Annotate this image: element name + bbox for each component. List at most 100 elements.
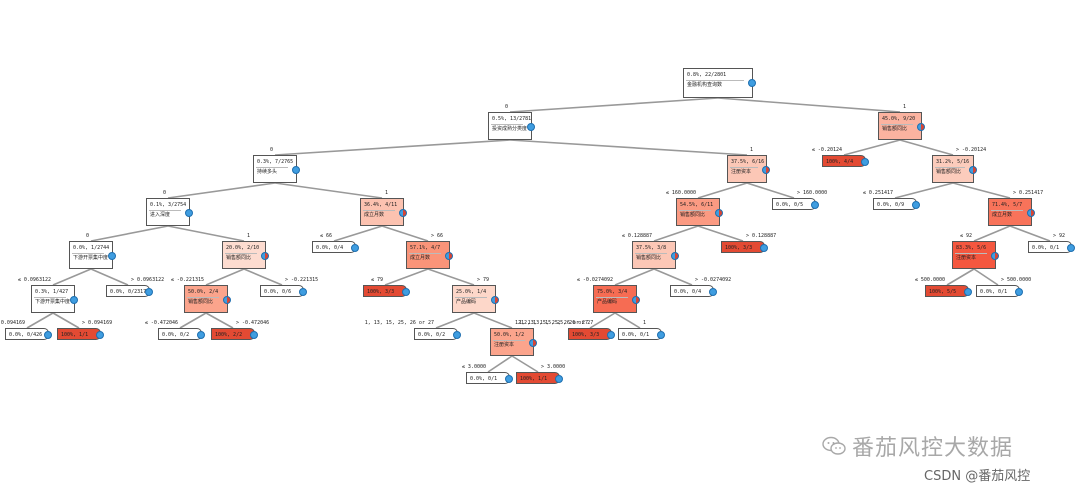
node-divider [149,210,181,211]
node-pie-icon [969,166,977,174]
node-split-feature: 产品编码 [597,299,618,305]
node-divider [881,124,913,125]
node-stat-text: 0.1%, 3/2754 [150,202,187,208]
tree-edge [952,182,1011,199]
node-divider [991,210,1023,211]
edge-label: 1 [750,147,754,153]
tree-edge [746,182,795,199]
node-split-feature: 投资成熟分类度 [492,126,528,132]
node-stat-text: 0.0%, 0/426 [9,332,43,338]
tree-edge [52,312,80,329]
node-stat-text: 0.0%, 0/9 [877,202,905,208]
node-stat-text: 0.0%, 0/6 [264,289,292,295]
tree-edge [511,355,539,373]
node-stat-text: 0.0%, 0/4 [674,289,702,295]
node-split-feature: 成立月数 [410,255,431,261]
node-split-feature: 产品编码 [456,299,477,305]
node-pie-icon [96,331,104,339]
node-stat-text: 100%, 3/3 [725,245,753,251]
node-pie-icon [402,288,410,296]
tree-edge [946,268,975,286]
tree-split-node: 54.5%, 6/11 销售额同比 [676,198,723,226]
tree-edge [843,139,901,156]
node-divider [225,253,257,254]
edge-label: 0 [162,190,166,196]
tree-edge [205,268,245,286]
tree-edge [179,312,207,329]
node-pie-icon [760,244,768,252]
node-divider [491,124,523,125]
node-pie-icon [1067,244,1075,252]
node-stat-text: 0.0%, 0/1 [470,376,498,382]
node-pie-icon [145,288,153,296]
node-split-feature: 销售额同比 [636,255,662,261]
tree-leaf-node: 100%, 3/3 [568,328,615,340]
tree-leaf-node: 0.0%, 0/2 [414,328,461,340]
tree-edge [653,225,699,242]
node-pie-icon [197,331,205,339]
node-pie-icon [445,252,453,260]
tree-leaf-node: 0.0%, 0/5 [772,198,819,210]
node-stat-text: 54.5%, 6/11 [680,202,714,208]
node-split-feature: 成立月数 [992,212,1013,218]
edge-label: > 160.0000 [797,190,828,196]
tree-edge [90,225,169,242]
tree-split-node: 37.5%, 6/16 注册资本 [727,155,770,183]
tree-edge [509,97,719,113]
tree-edge [243,268,283,286]
edge-label: > 500.0000 [1001,277,1032,283]
node-pie-icon [491,296,499,304]
node-pie-icon [44,331,52,339]
edge-label: > -0.221315 [285,277,319,283]
edge-label: > -0.0274092 [695,277,732,283]
node-stat-text: 75.0%, 3/4 [597,289,628,295]
node-pie-icon [912,201,920,209]
edge-label: ≤ 0.094169 [0,320,25,326]
node-split-feature: 持续多头 [257,169,278,175]
node-stat-text: 25.0%, 1/4 [456,289,487,295]
node-pie-icon [453,331,461,339]
edge-label: 1 [903,104,907,110]
tree-leaf-node: 100%, 5/5 [925,285,972,297]
tree-leaf-node: 100%, 2/2 [211,328,258,340]
node-stat-text: 83.3%, 5/6 [956,245,987,251]
tree-edge [427,268,475,286]
node-split-feature: 销售额同比 [226,255,252,261]
node-divider [72,253,104,254]
node-stat-text: 0.0%, 1/2744 [73,245,110,251]
edge-label: 0 [269,147,273,153]
tree-leaf-node: 0.0%, 0/2317 [106,285,153,297]
edge-label: > 0.251417 [1013,190,1044,196]
edge-label: ≤ 0.128887 [621,233,652,239]
node-stat-text: 100%, 1/1 [520,376,548,382]
node-stat-text: 0.0%, 0/2 [162,332,190,338]
node-stat-text: 0.5%, 13/2781 [492,116,532,122]
tree-leaf-node: 0.0%, 0/6 [260,285,307,297]
node-pie-icon [505,375,513,383]
node-stat-text: 36.4%, 4/11 [364,202,398,208]
node-stat-text: 31.2%, 5/16 [936,159,970,165]
tree-leaf-node: 100%, 3/3 [363,285,410,297]
node-split-feature: 销售额同比 [680,212,706,218]
node-stat-text: 37.5%, 6/16 [731,159,765,165]
node-divider [955,253,987,254]
node-split-feature: 注册资本 [731,169,752,175]
node-pie-icon [70,296,78,304]
tree-leaf-node: 0.0%, 0/1 [1028,241,1075,253]
tree-edge [274,139,511,156]
tree-edge [899,139,954,156]
node-stat-text: 0.0%, 0/1 [1032,245,1060,251]
tree-edge [973,225,1011,242]
node-pie-icon [223,296,231,304]
node-stat-text: 0.0%, 0/5 [776,202,804,208]
edge-label: ≤ 0.0963122 [17,277,51,283]
tree-leaf-node: 0.0%, 0/1 [466,372,513,384]
node-pie-icon [632,296,640,304]
edge-label: 0 [85,233,89,239]
tree-edge [384,268,429,286]
node-split-feature: 销售额同比 [882,126,908,132]
